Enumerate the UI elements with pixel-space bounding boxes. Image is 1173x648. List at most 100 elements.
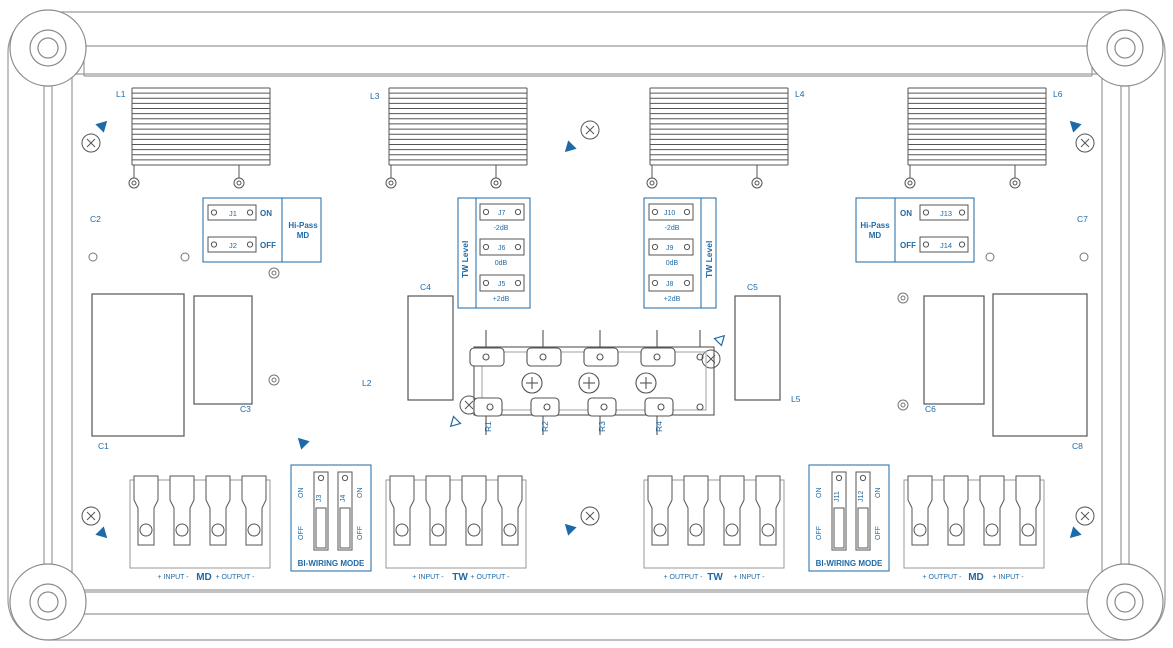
terminal-lug	[719, 475, 745, 546]
biwiring-left-on-1: ON	[298, 488, 305, 499]
terminal-lug	[389, 475, 415, 546]
hipass-right-sub: MD	[869, 231, 882, 240]
coil-solder-pad	[1009, 177, 1021, 189]
jumper-body	[479, 203, 525, 221]
coil-solder-hole	[1012, 180, 1018, 186]
resistor-cap-bottom-2	[530, 397, 560, 417]
hipass-right-on: ON	[900, 209, 912, 218]
twlevel-right-level-1: -2dB	[665, 225, 680, 232]
jumper-body	[479, 274, 525, 292]
biwiring-right-off-2: OFF	[875, 526, 882, 540]
hipass-right-j-bottom: J14	[940, 241, 952, 250]
biwiring-right-title: BI-WIRING MODE	[816, 559, 883, 568]
jumper-pin	[958, 209, 966, 216]
coil-solder-pad	[490, 177, 502, 189]
hipass-left-off: OFF	[260, 241, 276, 250]
terminal-screw-hole	[431, 523, 445, 537]
hipass-left-j-bottom: J2	[229, 241, 237, 250]
jumper-body	[207, 204, 257, 221]
pcb-outline	[71, 73, 1103, 593]
inductor-coil-4	[904, 87, 1047, 189]
biwiring-left-j4: J4	[340, 495, 347, 503]
label-r2: R2	[540, 421, 550, 432]
twlevel-left-level-1: -2dB	[494, 225, 509, 232]
jumper-body	[313, 471, 329, 551]
jumper-pin	[922, 209, 930, 216]
jumper-j6	[479, 238, 525, 256]
terminal-housing	[385, 479, 527, 569]
jumper-shunt	[857, 507, 869, 549]
terminal-lug	[425, 475, 451, 546]
capacitors	[91, 293, 1088, 437]
coil-solder-hole	[649, 180, 655, 186]
twlevel-left-j7: J7	[498, 210, 506, 217]
screw-slot	[1080, 138, 1090, 148]
twlevel-left-frame	[457, 197, 531, 309]
terminal-lug	[755, 475, 781, 546]
terminal-lug	[241, 475, 267, 546]
terminal-block-1	[129, 475, 271, 569]
label-c1: C1	[98, 441, 109, 451]
coil-solder-pad	[233, 177, 245, 189]
terminal-lug	[1015, 475, 1041, 546]
terminal-3-left: + OUTPUT -	[664, 574, 704, 581]
hipass-left-j-top: J1	[229, 209, 237, 218]
twlevel-right-frame	[643, 197, 717, 309]
terminal-screw-hole	[689, 523, 703, 537]
arrow-7-icon	[713, 334, 726, 347]
jumper-j1	[207, 204, 257, 221]
terminal-housing	[129, 479, 271, 569]
terminal-lug	[647, 475, 673, 546]
inductor-coil-2	[385, 87, 528, 189]
jumper-shunt	[315, 507, 327, 549]
jumper-body	[855, 471, 871, 551]
jumper-pin	[514, 208, 522, 216]
resistor-pad	[543, 403, 551, 411]
terminal-blocks	[129, 475, 1045, 569]
screw-slot	[86, 511, 96, 521]
resistor-pad	[600, 403, 608, 411]
resistor-pad	[696, 403, 704, 411]
resistor-pad	[486, 403, 494, 411]
terminal-screw-hole	[985, 523, 999, 537]
hipass-left-on: ON	[260, 209, 272, 218]
terminal-block-4	[903, 475, 1045, 569]
twlevel-right-title: TW Level	[704, 241, 714, 278]
jumper-pin	[651, 243, 659, 251]
biwiring-left-on-2: ON	[357, 488, 364, 499]
label-l3: L3	[370, 91, 380, 101]
screw-4-icon	[81, 506, 101, 526]
biwiring-left-off-1: OFF	[298, 526, 305, 540]
terminal-1-left: + INPUT -	[157, 574, 189, 581]
left-rail	[43, 85, 53, 571]
corner-mounts	[9, 9, 1164, 641]
capacitor-c3-body	[193, 295, 253, 405]
twlevel-left-level-3: +2dB	[493, 296, 510, 303]
resistor-block	[469, 330, 715, 435]
coil-solder-pad	[904, 177, 916, 189]
terminal-lug	[683, 475, 709, 546]
resistor-pad	[657, 403, 665, 411]
label-c6: C6	[925, 404, 936, 414]
jumper-pin	[246, 209, 254, 216]
label-l6: L6	[1053, 89, 1063, 99]
biwiring-left-off-2: OFF	[357, 526, 364, 540]
inductor-coil-3	[646, 87, 789, 189]
jumper-body	[207, 236, 257, 253]
terminal-lug	[205, 475, 231, 546]
resistor-cap-bottom-4	[644, 397, 674, 417]
twlevel-left-j5: J5	[498, 281, 506, 288]
terminal-screw-hole	[913, 523, 927, 537]
capacitor-c6-body	[923, 295, 985, 405]
biwiring-right-off-1: OFF	[816, 526, 823, 540]
terminal-housing	[903, 479, 1045, 569]
jumper-j9	[648, 238, 694, 256]
resistor-pad	[696, 353, 704, 361]
jumper-body	[919, 204, 969, 221]
jumper-body	[479, 238, 525, 256]
jumper-body	[337, 471, 353, 551]
terminal-1-right: + OUTPUT -	[216, 574, 256, 581]
hipass-right-title: Hi-Pass	[860, 221, 890, 230]
jumper-j10	[648, 203, 694, 221]
